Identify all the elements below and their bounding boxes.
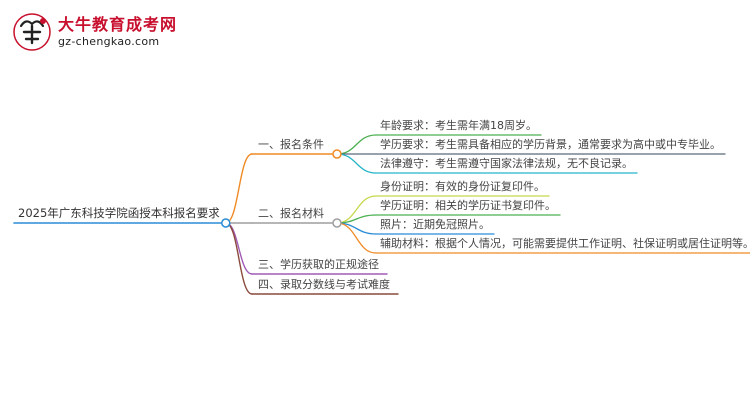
leaf-connector-2-4 [336,222,377,254]
leaf-supporting-materials[interactable]: 辅助材料：根据个人情况，可能需要提供工作证明、社保证明或居住证明等。 [380,237,750,250]
brand-name: 大牛教育成考网 [58,15,178,35]
leaf-age-requirement[interactable]: 年龄要求：考生需年满18周岁。 [380,119,537,132]
branch-registration-conditions[interactable]: 一、报名条件 [258,138,324,151]
leaf-connector-1-3 [336,153,377,174]
leaf-education-proof[interactable]: 学历证明：相关的学历证书复印件。 [380,199,556,212]
branch-degree-pathway[interactable]: 三、学历获取的正规途径 [258,258,379,271]
leaf-education-requirement[interactable]: 学历要求：考生需具备相应的学历背景，通常要求为高中或中专毕业。 [380,138,721,151]
leaf-identity-proof[interactable]: 身份证明：有效的身份证复印件。 [380,180,545,193]
leaf-law-compliance[interactable]: 法律遵守：考生需遵守国家法律法规，无不良记录。 [380,157,633,170]
branch-connector-4 [225,222,253,295]
root-topic[interactable]: 2025年广东科技学院函授本科报名要求 [18,206,220,220]
branch-connector-1 [225,153,253,224]
branch-collapse-toggle-1 [332,149,342,159]
leaf-connector-1-1 [336,134,377,155]
branch-admission-scores[interactable]: 四、录取分数线与考试难度 [258,278,390,291]
branch-collapse-toggle-2 [332,218,342,228]
root-collapse-toggle [221,218,231,228]
bull-logo-icon [12,12,52,52]
brand-url: gz-chengkao.com [58,34,160,48]
branch-connector-3 [225,222,253,275]
leaf-photo[interactable]: 照片：近期免冠照片。 [380,218,490,231]
branch-registration-materials[interactable]: 二、报名材料 [258,207,324,220]
brand-logo[interactable]: 大牛教育成考网 gz-chengkao.com [12,10,177,54]
